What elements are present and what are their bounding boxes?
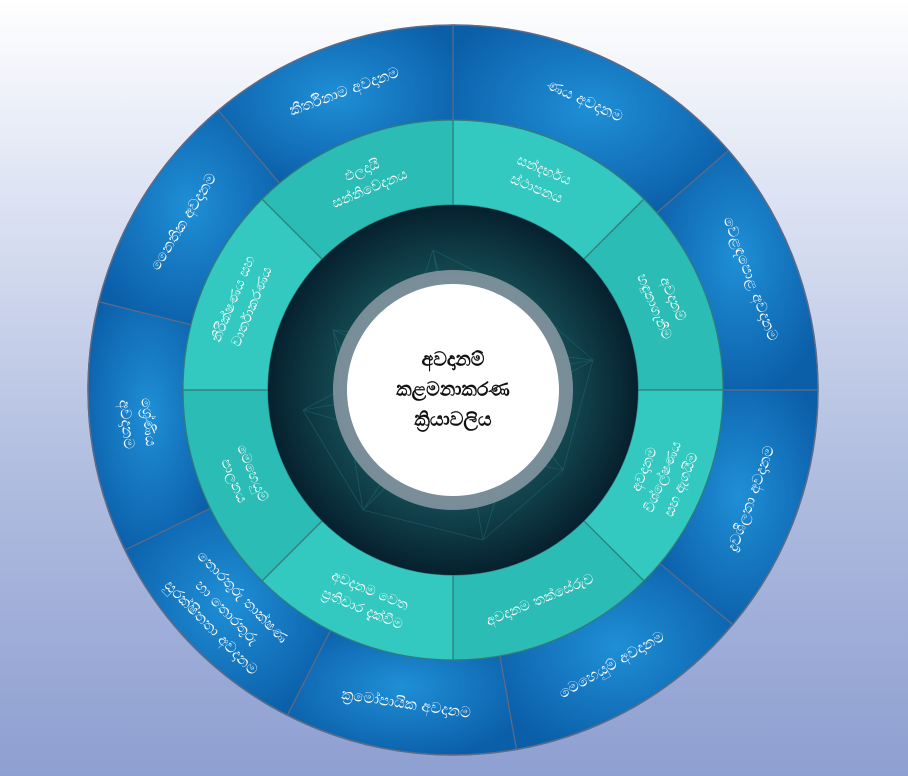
- network-line: [562, 359, 594, 471]
- outer-segment-label-line: ශ්‍රේණිය: [137, 397, 161, 447]
- network-line: [302, 409, 364, 511]
- center-title-line: අවදානම්: [422, 349, 485, 373]
- outer-ring-outline: [87, 24, 819, 756]
- center-title-line: ක්‍රියාවලිය: [414, 409, 491, 432]
- core-circle: අවදානම් කළමනාකරණ ක්‍රියාවලිය: [268, 205, 638, 575]
- inner-ring: [182, 119, 724, 661]
- center-circle: [347, 284, 559, 496]
- network-line: [482, 469, 564, 541]
- center-title-line: කළමනාකරණ: [396, 379, 510, 402]
- network-line: [362, 509, 484, 541]
